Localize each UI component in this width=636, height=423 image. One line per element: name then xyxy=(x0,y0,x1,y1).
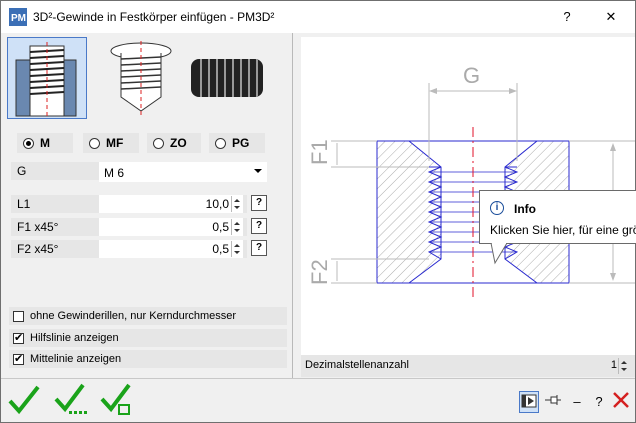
radio-pg-label: PG xyxy=(232,136,250,150)
l1-input[interactable]: 10,0 xyxy=(99,195,243,213)
f2-spinner[interactable] xyxy=(231,241,242,257)
dimension-label-g: G xyxy=(463,63,480,88)
radio-mf-indicator xyxy=(89,137,100,149)
option-core-diameter-label: ohne Gewinderillen, nur Kerndurchmesser xyxy=(30,310,237,322)
checkmark-box-icon xyxy=(100,383,131,415)
radio-pg-indicator xyxy=(215,137,226,149)
l1-help-button[interactable]: ? xyxy=(251,195,267,211)
svg-text:PM: PM xyxy=(11,13,26,24)
radio-mf[interactable]: MF xyxy=(83,133,139,153)
checkmark-icon xyxy=(8,385,40,415)
minimize-button[interactable]: – xyxy=(573,394,581,409)
cancel-button[interactable] xyxy=(611,391,631,413)
f2-row: F2 x45° 0,5 xyxy=(11,240,247,258)
window-title: 3D²-Gewinde in Festkörper einfügen - PM3… xyxy=(33,10,275,24)
g-label: G xyxy=(17,164,27,178)
info-icon: i xyxy=(490,201,504,215)
parameter-panel: M MF ZO PG G M 6 L1 xyxy=(1,33,293,378)
radio-m-indicator xyxy=(23,137,34,149)
help-button[interactable]: ? xyxy=(563,9,571,24)
radio-mf-label: MF xyxy=(106,136,124,150)
external-thread-option[interactable] xyxy=(187,37,267,119)
option-core-diameter-only[interactable]: ohne Gewinderillen, nur Kerndurchmesser xyxy=(9,307,287,325)
info-tooltip: i Info Klicken Sie hier, für eine grö xyxy=(479,190,636,244)
tooltip-text: Klicken Sie hier, für eine grö xyxy=(490,223,636,237)
tooltip-pointer xyxy=(490,243,508,265)
blind-thread-icon xyxy=(110,41,172,115)
thread-through-hole-option[interactable] xyxy=(7,37,87,119)
option-center-line-label: Mittelinie anzeigen xyxy=(30,353,122,365)
dock-panel-button[interactable] xyxy=(519,391,539,413)
action-bar: – ? xyxy=(1,378,635,422)
f2-help-button[interactable]: ? xyxy=(251,240,267,256)
f1-value: 0,5 xyxy=(212,220,229,234)
radio-zo-label: ZO xyxy=(170,136,187,150)
decimal-places-label: Dezimalstellenanzahl xyxy=(305,359,409,371)
checkmark-dots-icon xyxy=(54,383,87,414)
l1-value: 10,0 xyxy=(205,197,229,211)
f2-input[interactable]: 0,5 xyxy=(99,240,243,258)
dock-icon xyxy=(521,394,537,408)
ok-repeat-button[interactable] xyxy=(53,383,93,419)
dimension-label-f1: F1 xyxy=(307,139,332,165)
option-helper-line-label: Hilfslinie anzeigen xyxy=(30,332,119,344)
ok-button[interactable] xyxy=(7,383,47,419)
decimal-places-row: Dezimalstellenanzahl 1 xyxy=(301,355,635,377)
cancel-x-icon xyxy=(613,392,629,408)
thread-section-drawing: G F1 F2 xyxy=(307,63,635,299)
app-logo-icon: PM xyxy=(9,8,27,26)
checkbox-helper-line[interactable] xyxy=(13,331,24,344)
checkbox-core-diameter[interactable] xyxy=(13,310,24,322)
radio-m-label: M xyxy=(40,136,50,150)
dimension-label-f2: F2 xyxy=(307,259,332,285)
bottom-help-button[interactable]: ? xyxy=(595,394,603,409)
option-show-center-line[interactable]: Mittelinie anzeigen xyxy=(9,350,287,368)
decimal-places-spinner[interactable] xyxy=(618,358,629,374)
l1-spinner[interactable] xyxy=(231,196,242,212)
thread-standard-group: M MF ZO PG xyxy=(1,133,293,155)
checkbox-center-line[interactable] xyxy=(13,352,24,365)
f1-label: F1 x45° xyxy=(17,220,59,234)
external-thread-icon xyxy=(191,59,263,97)
chevron-down-icon xyxy=(254,169,262,173)
f1-spinner[interactable] xyxy=(231,219,242,235)
l1-label: L1 xyxy=(17,197,31,211)
g-row: G M 6 xyxy=(11,162,267,182)
f2-label: F2 x45° xyxy=(17,242,59,256)
f2-value: 0,5 xyxy=(212,242,229,256)
f1-input[interactable]: 0,5 xyxy=(99,218,243,236)
pin-icon xyxy=(545,395,561,405)
g-size-value: M 6 xyxy=(104,166,125,180)
ok-apply-button[interactable] xyxy=(99,383,139,419)
tooltip-title: Info xyxy=(514,202,536,216)
option-show-helper-line[interactable]: Hilfslinie anzeigen xyxy=(9,329,287,347)
f1-row: F1 x45° 0,5 xyxy=(11,218,247,236)
l1-row: L1 10,0 xyxy=(11,195,247,213)
radio-m[interactable]: M xyxy=(17,133,73,153)
radio-zo-indicator xyxy=(153,137,164,149)
g-size-select[interactable]: M 6 xyxy=(99,162,267,182)
f1-help-button[interactable]: ? xyxy=(251,218,267,234)
radio-pg[interactable]: PG xyxy=(209,133,265,153)
thread-blind-hole-option[interactable] xyxy=(101,37,181,119)
pin-button[interactable] xyxy=(543,391,563,413)
radio-zo[interactable]: ZO xyxy=(147,133,201,153)
title-bar: PM 3D²-Gewinde in Festkörper einfügen - … xyxy=(1,1,635,33)
decimal-places-value: 1 xyxy=(610,359,617,371)
close-button[interactable]: ✕ xyxy=(605,9,617,24)
through-thread-icon xyxy=(15,42,77,117)
